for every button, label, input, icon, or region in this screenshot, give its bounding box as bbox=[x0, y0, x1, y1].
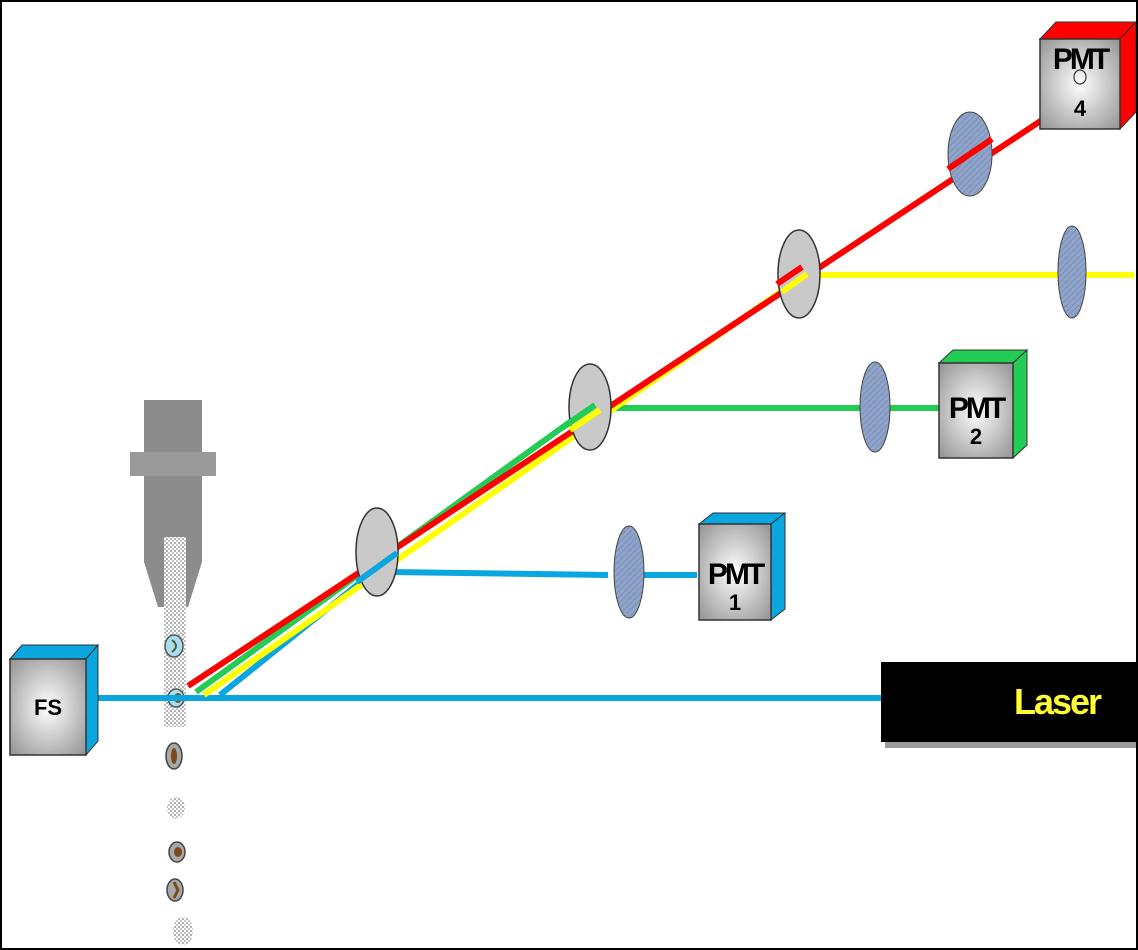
fs-label: FS bbox=[33, 695, 63, 720]
green-overlay bbox=[560, 402, 597, 431]
red-beam bbox=[186, 117, 1044, 689]
pmt4-label: PMT bbox=[1052, 43, 1110, 76]
pmt-4 bbox=[1038, 21, 1136, 131]
dichroic-mirror-1 bbox=[355, 507, 399, 597]
red-through-lens bbox=[946, 136, 994, 172]
pmt-1 bbox=[697, 511, 787, 622]
red-overlay bbox=[775, 264, 804, 287]
pmt-2 bbox=[937, 348, 1029, 460]
pmt4-number: 4 bbox=[1073, 96, 1087, 121]
lens-pmt1 bbox=[613, 525, 645, 619]
aperture-icon bbox=[1073, 69, 1087, 85]
laser-source bbox=[881, 662, 1136, 748]
beam-overlays bbox=[355, 264, 809, 585]
blue-beam-to-lens bbox=[389, 569, 609, 578]
cell bbox=[165, 742, 183, 770]
sample-stream bbox=[164, 537, 186, 727]
fs-detector bbox=[8, 643, 100, 757]
cell bbox=[164, 634, 184, 658]
blue-overlay bbox=[355, 550, 399, 585]
cell bbox=[168, 841, 186, 863]
laser-label: Laser bbox=[1013, 681, 1102, 722]
pmt2-number: 2 bbox=[969, 424, 983, 449]
cell bbox=[173, 917, 193, 945]
nozzle-collar bbox=[130, 452, 216, 476]
nozzle-top bbox=[144, 400, 202, 452]
pmt1-number: 1 bbox=[728, 590, 742, 615]
yellow-overlay-1 bbox=[568, 407, 602, 433]
yellow-overlay-2 bbox=[780, 271, 809, 295]
pmt1-label: PMT bbox=[707, 558, 765, 591]
pmt2-label: PMT bbox=[948, 392, 1006, 425]
cell bbox=[166, 878, 184, 902]
cell bbox=[167, 797, 185, 819]
dichroic-mirror-3 bbox=[777, 229, 821, 319]
lens-pmt2 bbox=[859, 361, 891, 453]
lens-yellow bbox=[1057, 225, 1087, 319]
focusing-lenses bbox=[613, 111, 1087, 619]
